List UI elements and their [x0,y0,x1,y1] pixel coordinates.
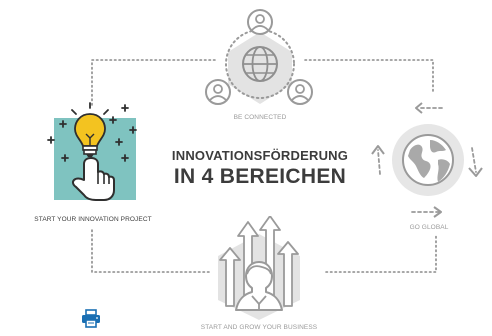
print-button[interactable] [80,309,102,329]
caption-start-and-grow-business: START AND GROW YOUR BUSINESS [200,324,318,331]
network-people-globe-icon [205,9,313,105]
node-start-and-grow-business [204,215,314,320]
caption-be-connected: BE CONNECTED [233,114,287,121]
diagram-title-line2: IN 4 BEREICHEN [173,165,347,188]
caption-start-innovation-project: START YOUR INNOVATION PROJECT [34,216,152,223]
node-be-connected [200,2,320,114]
lightbulb-hand-icon [47,102,137,201]
diagram-title-line1: INNOVATIONSFÖRDERUNG [171,148,349,163]
person-growth-arrows-icon [218,215,300,320]
node-start-innovation-project [40,100,150,210]
node-go-global [370,98,488,222]
caption-go-global: GO GLOBAL [409,224,449,231]
printer-icon [82,309,100,328]
globe-arrows-icon [371,102,483,218]
